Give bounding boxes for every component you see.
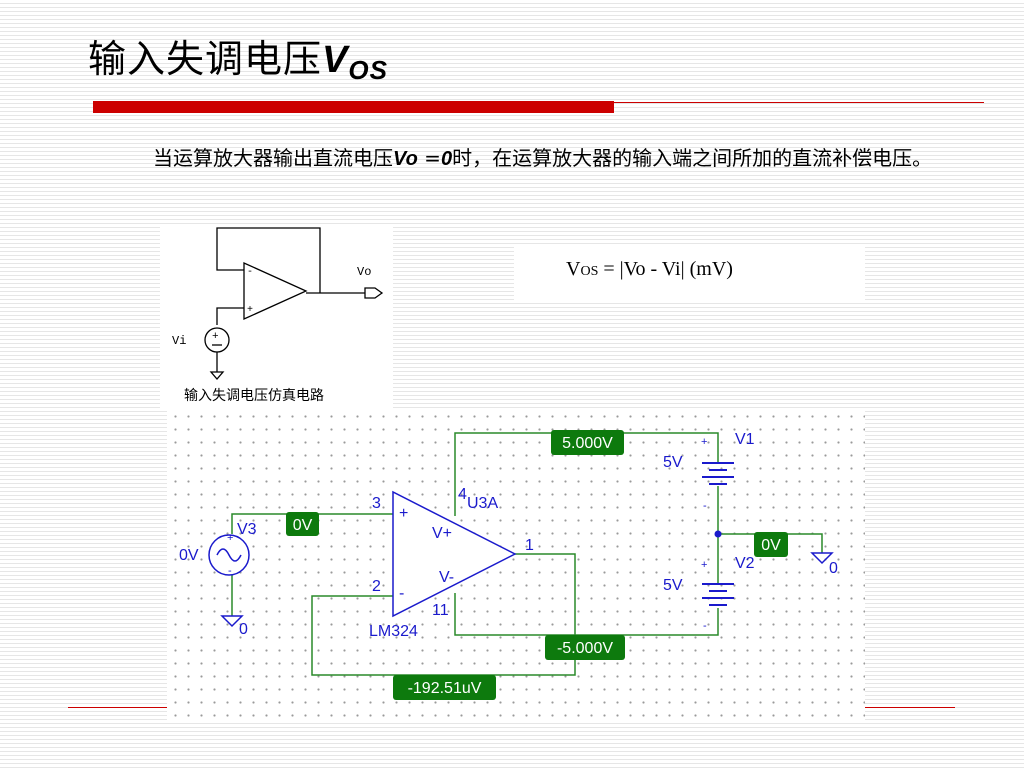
test-circuit-panel: - + + Vo Vi 输入失调电压仿真电路 [160, 225, 393, 408]
svg-text:5.000V: 5.000V [562, 435, 613, 452]
v2-value: 5V [663, 577, 683, 594]
title-symbol: VOS [322, 39, 388, 85]
svg-text:0V: 0V [293, 517, 313, 534]
probe-feedback: -192.51uV [393, 675, 496, 700]
pin-1-label: 1 [525, 537, 534, 554]
title-underline-bar [93, 101, 614, 113]
ground-symbol [209, 371, 225, 380]
title-underline-thin [614, 102, 984, 103]
probe-midpoint: 0V [754, 532, 788, 557]
opamp-symbol [392, 490, 517, 618]
opamp-vminus-label: V- [439, 569, 454, 586]
v2-battery [702, 583, 734, 606]
svg-text:0V: 0V [761, 537, 781, 554]
v1-minus-sign: - [703, 500, 707, 512]
junction-dot [714, 530, 722, 538]
probe-vneg: -5.000V [545, 635, 625, 660]
formula-panel [514, 246, 865, 303]
opamp-triangle [243, 261, 308, 321]
inverting-input-sign: - [247, 267, 253, 278]
v1-plus-sign: + [701, 436, 707, 448]
svg-text:-5.000V: -5.000V [557, 640, 613, 657]
probe-vpos: 5.000V [551, 430, 624, 455]
ground-symbol-left [220, 615, 244, 628]
pin-2-label: 2 [372, 578, 381, 595]
ground-right-label: 0 [829, 560, 838, 577]
probe-input: 0V [286, 512, 319, 536]
slide-title-text: 输入失调电压 [88, 37, 323, 81]
v1-battery [702, 462, 734, 485]
test-circuit-diagram: - + + Vo Vi 输入失调电压仿真电路 [172, 227, 384, 404]
v1-value: 5V [663, 454, 683, 471]
vi-label: Vi [172, 334, 186, 348]
footer-line-left [68, 707, 167, 708]
simulation-schematic-panel: + - V+ V- U3A LM324 3 2 4 11 1 + - V3 0V… [167, 408, 865, 720]
v3-source [208, 534, 250, 576]
noninverting-input-sign: + [247, 305, 253, 316]
output-port [364, 287, 384, 299]
pin-4-label: 4 [458, 486, 467, 503]
v3-value: 0V [179, 547, 199, 564]
v3-plus-sign: + [227, 532, 233, 544]
opamp-minus-sign: - [399, 585, 404, 602]
opamp-part-number: LM324 [369, 623, 418, 640]
v2-name: V2 [735, 555, 755, 572]
svg-text:-192.51uV: -192.51uV [408, 680, 482, 697]
simulation-schematic: + - V+ V- U3A LM324 3 2 4 11 1 + - V3 0V… [179, 430, 838, 700]
v3-minus-sign: - [228, 565, 232, 577]
v2-minus-sign: - [703, 620, 707, 632]
ground-left-label: 0 [239, 621, 248, 638]
pin-11-label: 11 [432, 602, 449, 619]
definition-paragraph: 当运算放大器输出直流电压Vo =0时，在运算放大器的输入端之间所加的直流补偿电压… [153, 146, 933, 170]
input-wire [216, 307, 244, 325]
feedback-wire [216, 227, 321, 293]
schematic-wires [231, 432, 823, 676]
v3-name: V3 [237, 521, 257, 538]
footer-line-right [865, 707, 955, 708]
opamp-vplus-label: V+ [432, 525, 452, 542]
vi-plus-sign: + [212, 331, 219, 343]
slide-title: 输入失调电压VOS [88, 28, 388, 86]
opamp-reference: U3A [467, 495, 498, 512]
vo-label: Vo [357, 265, 371, 279]
ground-symbol-right [810, 552, 834, 565]
v1-name: V1 [735, 431, 755, 448]
test-circuit-caption: 输入失调电压仿真电路 [184, 388, 324, 404]
v2-plus-sign: + [701, 559, 707, 571]
opamp-plus-sign: + [399, 505, 408, 522]
vos-formula: VOS = |Vo - Vi| (mV) [566, 258, 733, 280]
pin-3-label: 3 [372, 495, 381, 512]
